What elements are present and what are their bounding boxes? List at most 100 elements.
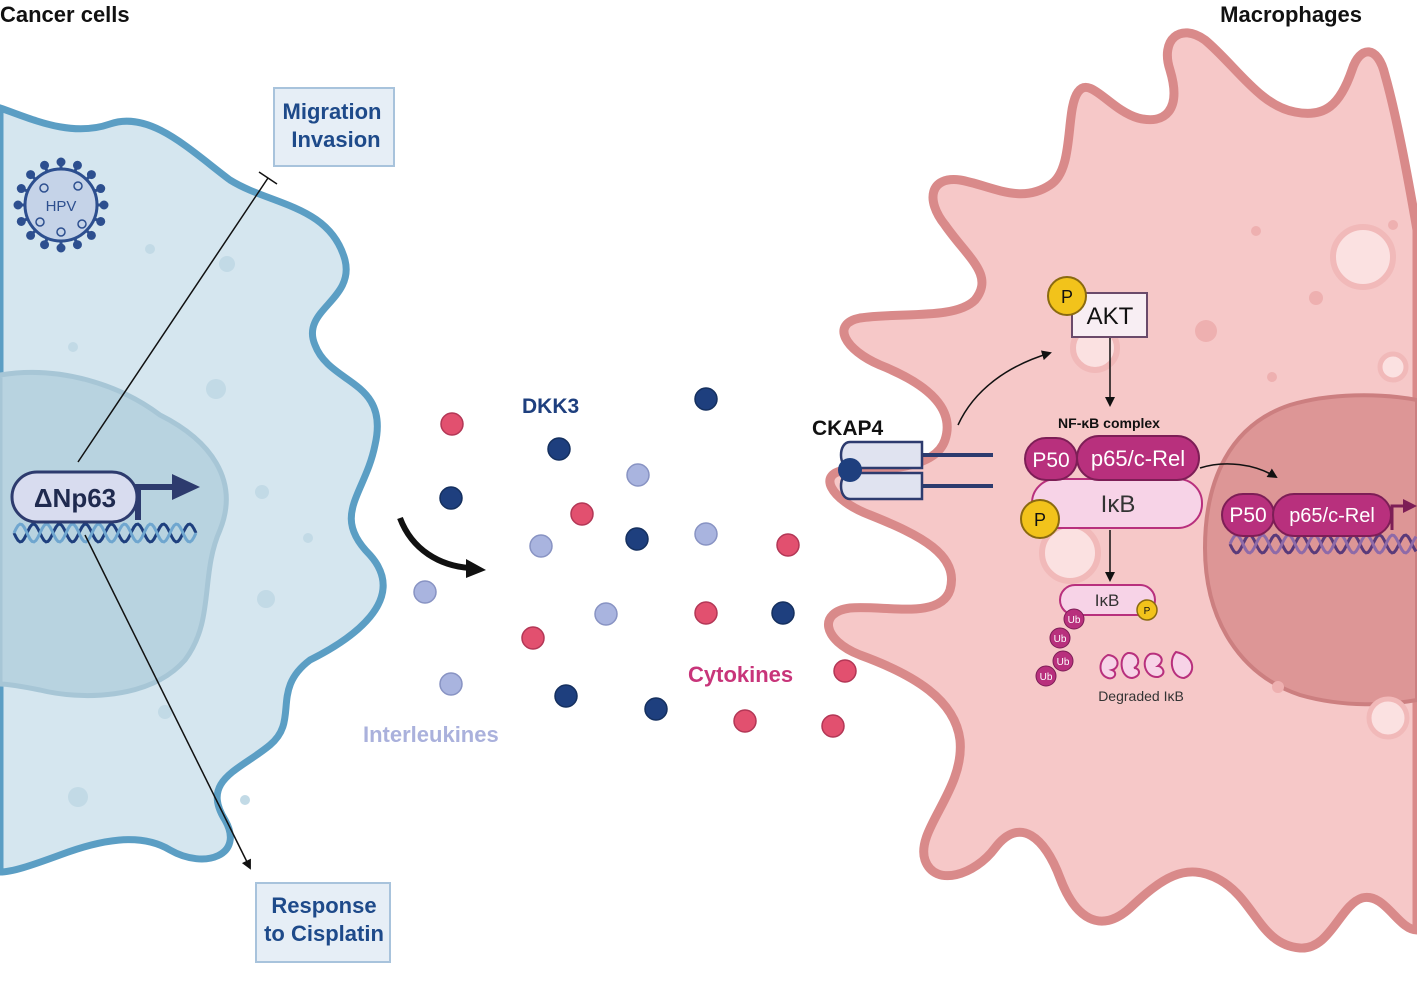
migration-label: Migration — [283, 99, 382, 124]
nuclear-translocation-arrow — [1199, 463, 1278, 479]
hpv-spike-icon — [26, 170, 36, 180]
response-label: Response — [271, 893, 376, 918]
dkk3-molecule-icon — [694, 387, 718, 411]
akt-label: AKT — [1087, 303, 1134, 330]
macrophages-title: Macrophages — [1220, 2, 1362, 27]
dkk3-molecule-icon — [547, 437, 571, 461]
cisplatin-response-box: Response to Cisplatin — [255, 882, 391, 963]
ubiquitin-icon — [1049, 627, 1071, 649]
cancer-nucleus — [0, 369, 229, 699]
akt-protein: AKT P — [1047, 276, 1148, 338]
cytokines-label: Cytokines — [688, 662, 793, 687]
interleukine-molecule-icon — [439, 672, 463, 696]
ubiquitin-icon — [1063, 608, 1085, 630]
promoter-arrow-icon — [135, 474, 200, 520]
ikb-free-phospho-icon — [1136, 599, 1158, 621]
p50-label: P50 — [1032, 449, 1069, 472]
cytokine-molecule-icon — [694, 601, 718, 625]
bound-dkk3-dot — [838, 458, 862, 482]
interleukine-molecule-icon — [413, 580, 437, 604]
p65-label: p65/c-Rel — [1091, 446, 1185, 471]
hpv-spike-icon — [40, 240, 50, 250]
dna-helix-macrophage — [1228, 533, 1417, 555]
ikb-label: IκB — [1101, 491, 1136, 518]
akt-phospho-icon — [1047, 276, 1087, 316]
invasion-label: Invasion — [291, 127, 380, 152]
hpv-spike-icon — [26, 230, 36, 240]
cytokine-molecule-icon — [570, 502, 594, 526]
cytokine-molecule-icon — [776, 533, 800, 557]
dkk3-molecule-icon — [771, 601, 795, 625]
cytokine-molecule-icon — [821, 714, 845, 738]
degraded-ikb-fragments-icon — [1099, 650, 1194, 680]
gene-label: ΔNp63 — [34, 483, 116, 513]
p65-subunit — [1076, 435, 1200, 481]
ckap4-receptor — [838, 440, 993, 501]
ikb-phospho-label: P — [1034, 510, 1046, 530]
inhibition-line — [77, 177, 269, 463]
dkk3-molecule-icon — [625, 527, 649, 551]
cytokine-molecule-icon — [440, 412, 464, 436]
cancer-cell: HPV ΔNp63 — [0, 104, 387, 876]
ubiquitin-icon — [1052, 650, 1074, 672]
ikb-free-phospho-label: P — [1144, 606, 1151, 617]
ckap4-label: CKAP4 — [812, 417, 884, 440]
interleukines-label: Interleukines — [363, 722, 499, 747]
interleukine-molecule-icon — [529, 534, 553, 558]
interleukine-molecule-icon — [594, 602, 618, 626]
interleukine-molecule-icon — [626, 463, 650, 487]
cisplatin-label: to Cisplatin — [264, 921, 384, 946]
cytoplasm-vesicles — [68, 244, 313, 807]
ikb-free-label: IκB — [1095, 591, 1120, 610]
akt-phospho-label: P — [1061, 287, 1073, 307]
hpv-spike-icon — [13, 200, 23, 210]
ubiquitin-chain: Ub Ub Ub Ub — [1035, 608, 1085, 687]
cytokine-molecule-icon — [733, 709, 757, 733]
hpv-spike-icon — [56, 157, 66, 167]
gene-box — [10, 470, 139, 524]
ub-label: Ub — [1040, 672, 1053, 683]
ubiquitin-icon — [1035, 665, 1057, 687]
ub-label: Ub — [1068, 615, 1081, 626]
cytokine-molecule-icon — [833, 659, 857, 683]
inhibition-bar-icon — [258, 171, 278, 185]
hpv-spike-icon — [16, 184, 26, 194]
hpv-spike-icon — [99, 200, 109, 210]
dkk3-molecule-icon — [554, 684, 578, 708]
secretion-arrow — [397, 516, 486, 578]
activation-arrow — [84, 534, 251, 870]
hpv-spike-icon — [96, 216, 106, 226]
nfkb-complex: IκB P50 p65/c-Rel P — [1020, 435, 1203, 539]
hpv-spike-icon — [72, 160, 82, 170]
nuclear-p50-label: P50 — [1229, 504, 1266, 527]
dkk3-label: DKK3 — [522, 395, 579, 418]
dkk3-molecule-icon — [644, 697, 668, 721]
hpv-spike-icon — [56, 243, 66, 253]
ub-label: Ub — [1057, 657, 1070, 668]
ikb-phospho-icon — [1020, 499, 1060, 539]
hpv-label: HPV — [46, 198, 77, 215]
hpv-spike-icon — [72, 240, 82, 250]
hpv-spike-icon — [86, 170, 96, 180]
transcription-arrow-icon — [1403, 499, 1417, 513]
migration-invasion-box: Migration Invasion — [273, 87, 395, 167]
ikb-free: IκB P — [1059, 584, 1158, 621]
receptor-to-akt-arrow — [957, 350, 1052, 426]
dna-helix-cancer — [12, 522, 198, 544]
cancer-cells-title: Cancer cells — [0, 2, 130, 27]
degraded-ikb-label: Degraded IκB — [1098, 688, 1184, 704]
interleukine-molecule-icon — [694, 522, 718, 546]
hpv-spike-icon — [40, 160, 50, 170]
cytokine-molecule-icon — [521, 626, 545, 650]
ub-label: Ub — [1054, 634, 1067, 645]
nuclear-nfkb: P50 p65/c-Rel — [1221, 493, 1417, 537]
secreted-molecules — [413, 387, 857, 738]
nuclear-p65-label: p65/c-Rel — [1289, 505, 1375, 527]
hpv-spike-icon — [96, 184, 106, 194]
hpv-spike-icon — [16, 216, 26, 226]
dkk3-molecule-icon — [439, 486, 463, 510]
hpv-spike-icon — [86, 230, 96, 240]
nfkb-complex-label: NF-κB complex — [1058, 415, 1160, 431]
hpv-virus: HPV — [13, 157, 109, 253]
